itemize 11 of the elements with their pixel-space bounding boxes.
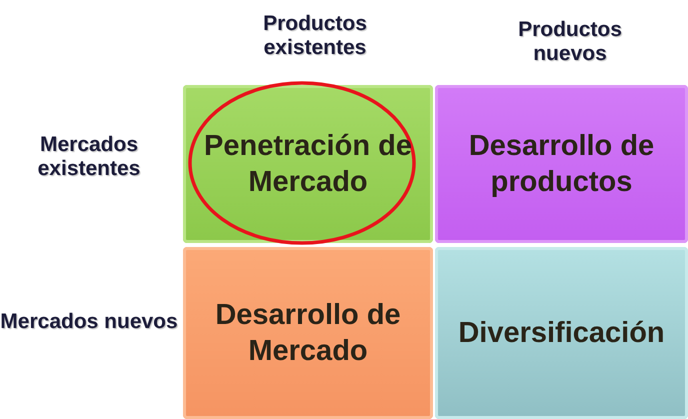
row-header: Mercados nuevos — [0, 310, 178, 334]
matrix-cell — [183, 247, 433, 419]
matrix-cell — [435, 247, 688, 419]
cell-text: Desarrollo de Mercado — [214, 298, 402, 369]
column-header: Productos nuevos — [517, 18, 623, 66]
cell-text: Desarrollo de productos — [468, 128, 656, 200]
row-header: Mercados existentes — [36, 133, 142, 182]
column-header: Productos existentes — [262, 12, 368, 60]
cell-text: Penetración de Mercado — [203, 128, 413, 200]
cell-text: Diversificación — [457, 316, 666, 351]
matrix-cell — [435, 85, 688, 243]
